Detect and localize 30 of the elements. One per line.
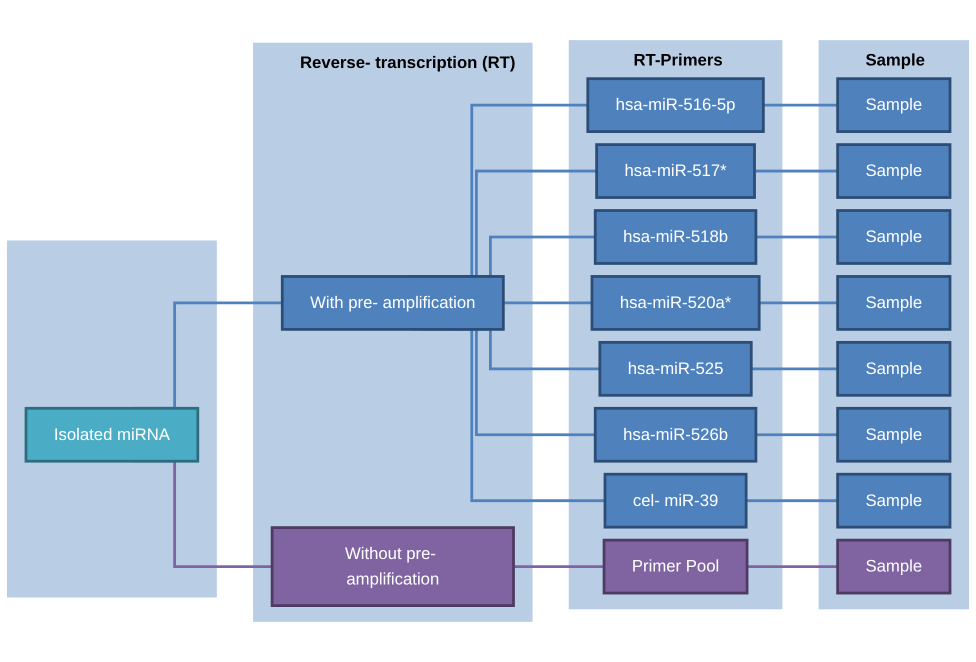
connector [746,499,838,502]
connector [756,433,838,436]
connector [514,565,604,568]
node-box: hsa-miR-517* [595,143,756,199]
node-box: hsa-miR-525 [598,340,753,397]
node-box: Sample [836,538,952,594]
node-box: With pre- amplification [280,275,505,331]
node-box: Sample [836,275,952,331]
node-box: hsa-miR-520a* [590,275,761,331]
node-box: Without pre- amplification [270,526,515,607]
connector [756,236,838,238]
node-box: hsa-miR-526b [594,406,758,463]
connector [747,565,838,568]
cluster [6,240,217,598]
node-box: Sample [836,406,952,463]
node-box: hsa-miR-516-5p [586,77,765,133]
node-box: Sample [836,472,952,529]
node-box: Sample [836,209,952,265]
node-box: hsa-miR-518b [594,209,758,265]
connector [751,367,838,370]
node-box: Sample [836,340,952,397]
connector [503,302,592,304]
node-box: Primer Pool [602,538,748,594]
node-box: Isolated miRNA [24,406,200,463]
connector [754,170,838,172]
connector [763,104,838,107]
node-box: Sample [836,143,952,199]
connector [759,302,838,304]
node-box: Sample [836,77,952,133]
node-box: cel- miR-39 [604,472,748,529]
